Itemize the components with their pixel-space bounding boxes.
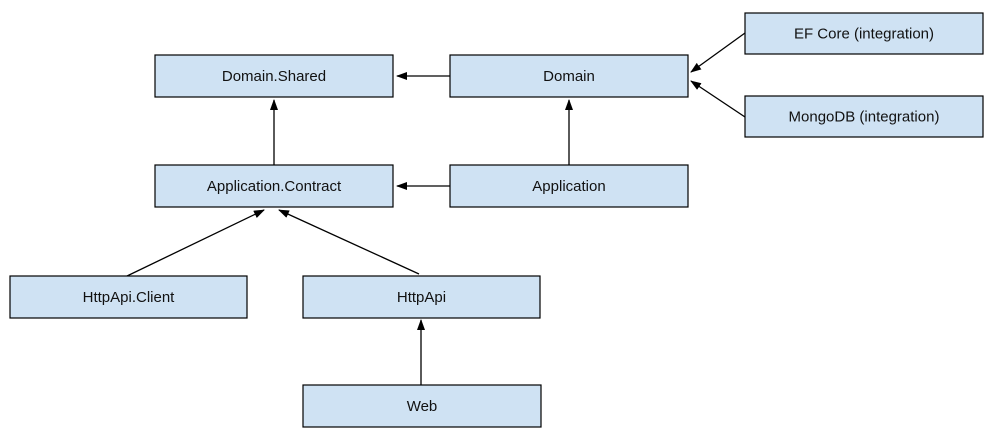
node-box-domain-shared	[154, 54, 394, 98]
node-box-domain	[449, 54, 689, 98]
node-label-mongodb: MongoDB (integration)	[789, 109, 940, 126]
node-box-httpapi-client	[9, 275, 248, 319]
node-httpapi: HttpApi	[302, 275, 541, 319]
edges-layer	[126, 32, 746, 385]
edge-httpapi-client-to-application-contract	[126, 209, 265, 277]
node-label-domain: Domain	[543, 68, 595, 85]
node-label-domain-shared: Domain.Shared	[222, 68, 326, 85]
node-label-application: Application	[532, 178, 605, 195]
node-box-mongodb	[744, 95, 984, 138]
node-label-application-contract: Application.Contract	[207, 178, 342, 195]
node-label-httpapi-client: HttpApi.Client	[83, 289, 176, 306]
node-ef-core: EF Core (integration)	[744, 12, 984, 55]
node-domain-shared: Domain.Shared	[154, 54, 394, 98]
node-label-ef-core: EF Core (integration)	[794, 26, 934, 43]
node-label-web: Web	[407, 398, 438, 415]
node-box-application	[449, 164, 689, 208]
node-box-web	[302, 384, 542, 428]
node-application-contract: Application.Contract	[154, 164, 394, 208]
node-box-httpapi	[302, 275, 541, 319]
node-web: Web	[302, 384, 542, 428]
node-box-application-contract	[154, 164, 394, 208]
node-box-ef-core	[744, 12, 984, 55]
node-application: Application	[449, 164, 689, 208]
edge-mongodb-to-domain	[690, 80, 746, 118]
node-label-httpapi: HttpApi	[397, 289, 446, 306]
node-httpapi-client: HttpApi.Client	[9, 275, 248, 319]
edge-httpapi-to-application-contract	[278, 209, 420, 275]
nodes-layer: Domain.Shared Domain EF Core (integration)…	[9, 12, 984, 428]
node-mongodb: MongoDB (integration)	[744, 95, 984, 138]
edge-ef-core-to-domain	[690, 32, 746, 73]
node-domain: Domain	[449, 54, 689, 98]
